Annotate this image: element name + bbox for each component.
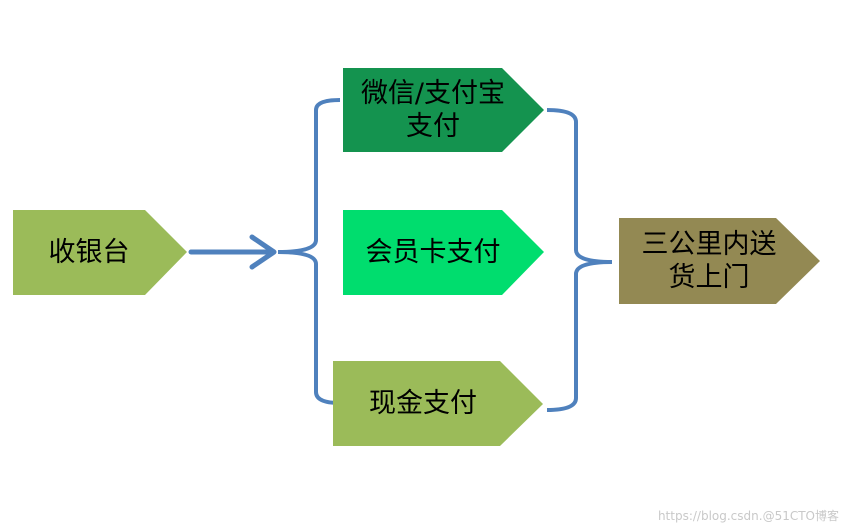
delivery-line2: 货上门 <box>668 262 750 293</box>
left-brace <box>277 98 341 405</box>
delivery-shape <box>619 218 820 304</box>
wechat-alipay-line2: 支付 <box>406 111 460 142</box>
wechat-alipay-shape <box>343 68 544 152</box>
cashier-text: 收银台 <box>48 237 130 268</box>
wechat-alipay-label: 微信/支付宝 支付 <box>343 68 523 152</box>
cashier-label: 收银台 <box>13 210 165 295</box>
delivery-label: 三公里内送 货上门 <box>619 218 799 304</box>
cash-label: 现金支付 <box>333 361 513 446</box>
cash-text: 现金支付 <box>369 388 477 419</box>
member-card-label: 会员卡支付 <box>343 210 523 295</box>
right-brace <box>546 108 613 412</box>
cashier-arrow <box>188 234 277 270</box>
cash-shape <box>333 361 543 446</box>
member-card-shape <box>343 210 544 295</box>
wechat-alipay-line1: 微信/支付宝 <box>360 78 506 109</box>
cashier-shape <box>13 210 187 295</box>
member-card-text: 会员卡支付 <box>365 237 501 268</box>
delivery-line1: 三公里内送 <box>641 229 777 260</box>
watermark: https://blog.csdn.@51CTO博客 <box>657 509 839 523</box>
